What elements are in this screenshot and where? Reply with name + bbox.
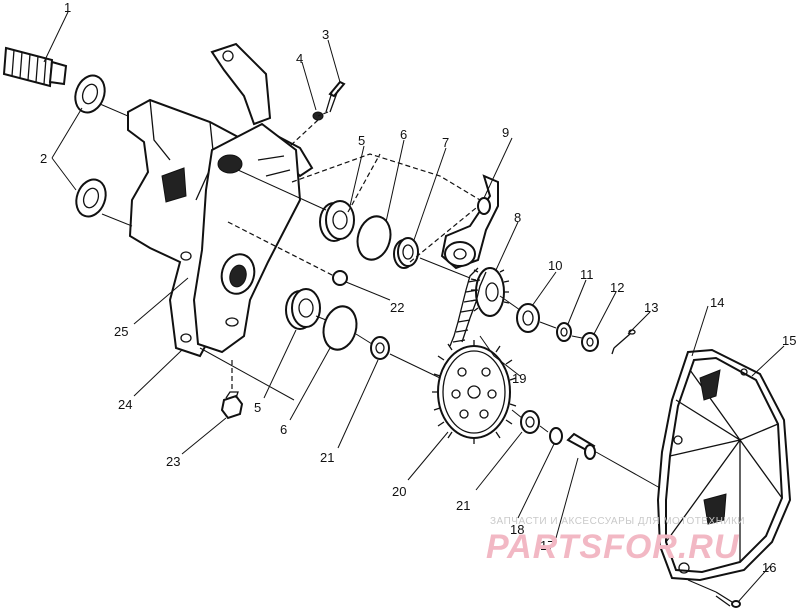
- spacer-11: [556, 322, 572, 342]
- cover-bolt-16: [715, 591, 741, 608]
- callout-16: 16: [762, 560, 776, 575]
- lower-sprocket: [432, 340, 517, 444]
- axis-line-dashed: [291, 153, 481, 263]
- watermark-brand: PARTSFOR.RU: [486, 528, 740, 566]
- drain-plug-23: [220, 391, 244, 420]
- callout-17: 17: [540, 538, 554, 553]
- o-ring-lower: [322, 305, 358, 351]
- callout-19: 19: [512, 371, 526, 386]
- assembly-line-plug: [227, 221, 335, 277]
- callout-18: 18: [510, 522, 524, 537]
- callout-7: 7: [442, 135, 449, 150]
- watermark-tagline: ЗАПЧАСТИ И АКСЕССУАРЫ ДЛЯ МОТОТЕХНИКИ: [490, 516, 745, 527]
- axis-line-upper: [99, 103, 583, 339]
- callout-11: 11: [580, 267, 594, 282]
- chaincase-housing: [127, 42, 314, 358]
- callout-12: 12: [610, 280, 624, 295]
- callout-5a: 5: [358, 133, 365, 148]
- chaincase-cover: [656, 348, 792, 582]
- callout-14: 14: [710, 295, 724, 310]
- callout-20: 20: [392, 484, 406, 499]
- tensioner-bolt: [325, 80, 346, 113]
- callout-6b: 6: [280, 422, 287, 437]
- callout-13: 13: [644, 300, 658, 315]
- leader-lines: [43, 11, 785, 603]
- cotter-pin-13: [611, 329, 636, 355]
- washer-21-lower: [520, 410, 540, 434]
- assembly-line-bolt: [289, 111, 329, 147]
- callout-2: 2: [40, 151, 47, 166]
- callout-24: 24: [118, 397, 132, 412]
- callout-3: 3: [322, 27, 329, 42]
- tensioner-arm: [440, 174, 499, 270]
- callout-22: 22: [390, 300, 404, 315]
- drive-chain: [449, 267, 487, 347]
- upper-sprocket: [470, 267, 510, 317]
- oil-seal-upper: [74, 74, 106, 114]
- oil-seal-lower: [75, 178, 107, 218]
- callout-21b: 21: [456, 498, 470, 513]
- callout-labels: 1 2 3 4 5 6 7 9 8 10 11 12 13 14 15 16 1…: [40, 0, 796, 575]
- callout-1: 1: [64, 0, 71, 15]
- castle-nut-12: [581, 332, 599, 352]
- washer-10: [516, 303, 540, 333]
- bolt-17: [566, 432, 596, 460]
- bearing-lower: [285, 288, 321, 330]
- callout-21a: 21: [320, 450, 334, 465]
- o-ring-upper: [356, 215, 392, 261]
- callout-25: 25: [114, 324, 128, 339]
- bearing-upper: [319, 200, 355, 242]
- axis-line-lower: [199, 315, 717, 593]
- callout-4: 4: [296, 51, 303, 66]
- input-shaft: [2, 46, 68, 88]
- callout-8: 8: [514, 210, 521, 225]
- callout-15: 15: [782, 333, 796, 348]
- plug-22: [332, 270, 348, 286]
- callout-5b: 5: [254, 400, 261, 415]
- callout-10: 10: [548, 258, 562, 273]
- lock-washer-18: [549, 427, 563, 445]
- callout-6a: 6: [400, 127, 407, 142]
- watermark: ЗАПЧАСТИ И АКСЕССУАРЫ ДЛЯ МОТОТЕХНИКИ PA…: [486, 516, 745, 566]
- spacer-upper: [393, 237, 419, 269]
- washer-21-upper: [370, 336, 390, 360]
- callout-23: 23: [166, 454, 180, 469]
- callout-9: 9: [502, 125, 509, 140]
